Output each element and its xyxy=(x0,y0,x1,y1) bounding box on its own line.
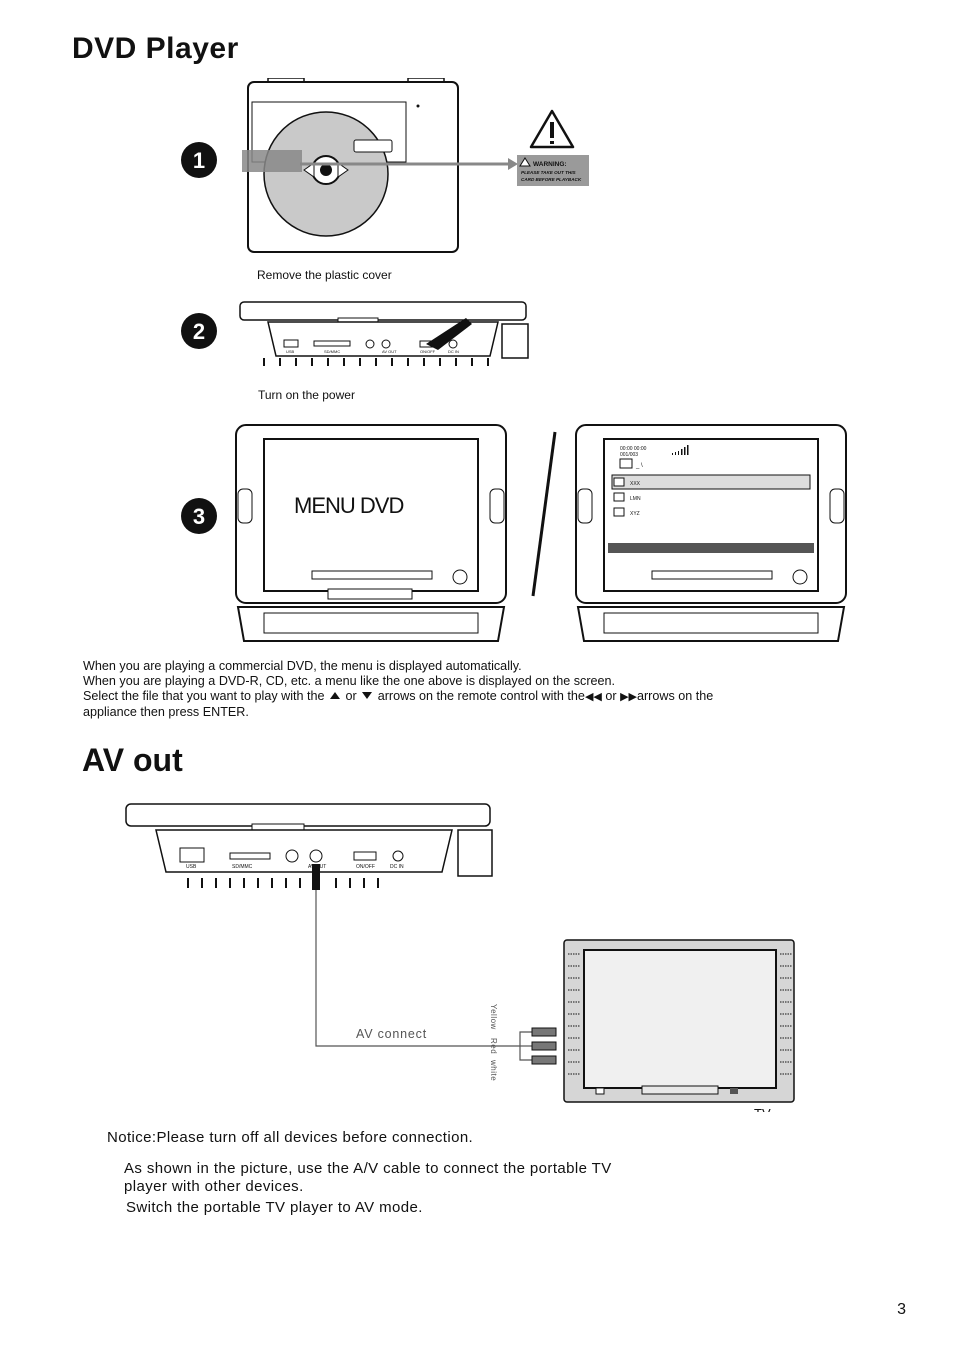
file-item-3: XYZ xyxy=(630,511,640,517)
file-list-time: 00:00 00:00 xyxy=(620,446,647,452)
tv-label: TV xyxy=(754,1106,771,1112)
rewind-arrows-icon: ◀◀ xyxy=(584,691,602,703)
instruction-1-line-2: player with other devices. xyxy=(124,1178,304,1195)
step-1-badge: 1 xyxy=(180,141,218,184)
file-list-track: 001/003 xyxy=(620,452,638,458)
av-port-power-label: ON/OFF xyxy=(356,864,375,870)
warning-card-line2: CARD BEFORE PLAYBACK xyxy=(521,177,582,182)
file-list-path: _ \ xyxy=(635,463,643,469)
warning-card-line1: PLEASE TAKE OUT THIS xyxy=(521,170,576,175)
av-port-sd-label: SD/MMC xyxy=(232,864,253,870)
up-arrow-icon xyxy=(330,692,341,699)
playback-instructions: When you are playing a commercial DVD, t… xyxy=(83,659,803,720)
page-title: DVD Player xyxy=(72,32,239,65)
step-2-badge: 2 xyxy=(180,312,218,355)
file-item-2: LMN xyxy=(630,496,641,502)
instruction-line-3-c: arrows on the xyxy=(636,689,714,703)
instruction-line-4: appliance then press ENTER. xyxy=(83,705,249,719)
step-3-number: 3 xyxy=(193,504,205,529)
av-port-dc-label: DC IN xyxy=(390,864,404,870)
signal-strength-icon xyxy=(672,445,689,455)
port-usb-label: USB xyxy=(286,349,295,354)
divider-slash xyxy=(531,431,557,597)
player-screen-menu-illustration: MENU DVD xyxy=(235,424,507,642)
dvd-player-open-illustration xyxy=(242,78,518,253)
instruction-line-3-or1: or xyxy=(345,689,357,703)
step-2-caption: Turn on the power xyxy=(258,388,355,402)
instruction-line-3-or2: or xyxy=(605,689,617,703)
plug-label-white: white xyxy=(489,1059,498,1081)
page-number: 3 xyxy=(897,1301,906,1318)
av-connection-diagram: USB SD/MMC AV OUT ON/OFF DC IN AV connec… xyxy=(125,803,795,1112)
instruction-line-3-a: Select the file that you want to play wi… xyxy=(83,689,325,703)
instruction-2: Switch the portable TV player to AV mode… xyxy=(126,1199,423,1216)
instruction-line-1: When you are playing a commercial DVD, t… xyxy=(83,659,522,673)
step-2-number: 2 xyxy=(193,319,205,344)
instruction-line-2: When you are playing a DVD-R, CD, etc. a… xyxy=(83,674,616,688)
av-port-usb-label: USB xyxy=(186,864,197,870)
step-1-number: 1 xyxy=(193,148,205,173)
instruction-line-3-b: arrows on the remote control with the xyxy=(377,689,585,703)
port-sd-label: SD/MMC xyxy=(324,349,340,354)
file-item-1: XXX xyxy=(630,481,641,487)
instruction-1-line-1: As shown in the picture, use the A/V cab… xyxy=(124,1160,612,1177)
warning-triangle-icon xyxy=(529,109,575,149)
player-screen-file-list-illustration: 00:00 00:00 001/003 _ \ XXX LMN XYZ xyxy=(575,424,847,642)
step-3-badge: 3 xyxy=(180,497,218,540)
down-arrow-icon xyxy=(362,692,373,699)
notice-text: Notice:Please turn off all devices befor… xyxy=(107,1129,474,1146)
port-av-label: AV OUT xyxy=(382,349,397,354)
plug-label-yellow: Yellow xyxy=(489,1004,498,1030)
menu-dvd-text: MENU DVD xyxy=(294,493,403,518)
plug-label-red: Red xyxy=(489,1038,498,1054)
port-dc-label: DC IN xyxy=(448,349,459,354)
port-power-label: ON/OFF xyxy=(420,349,436,354)
step-1-caption: Remove the plastic cover xyxy=(257,268,392,282)
dvd-player-side-illustration: USB SD/MMC AV OUT ON/OFF DC IN xyxy=(239,301,529,366)
av-out-title: AV out xyxy=(82,742,183,778)
warning-card: WARNING: PLEASE TAKE OUT THIS CARD BEFOR… xyxy=(517,155,589,186)
instruction-line-3: Select the file that you want to play wi… xyxy=(83,689,803,705)
instruction-1: As shown in the picture, use the A/V cab… xyxy=(124,1160,612,1196)
forward-arrows-icon: ▶▶ xyxy=(620,691,637,703)
av-connect-label: AV connect xyxy=(356,1027,427,1041)
warning-card-heading: WARNING: xyxy=(533,161,567,168)
